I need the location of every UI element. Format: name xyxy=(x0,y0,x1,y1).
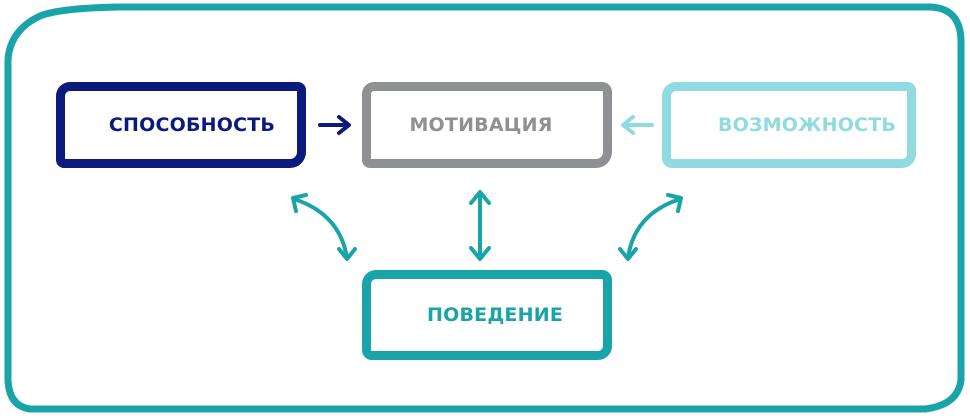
node-opportunity-label: ВОЗМОЖНОСТЬ xyxy=(717,114,897,136)
node-ability-label: СПОСОБНОСТЬ xyxy=(108,114,276,136)
node-ability: СПОСОБНОСТЬ xyxy=(56,82,306,168)
node-motivation-label: МОТИВАЦИЯ xyxy=(409,114,553,136)
node-motivation: МОТИВАЦИЯ xyxy=(362,82,612,168)
node-behavior-label: ПОВЕДЕНИЕ xyxy=(427,304,563,326)
node-behavior: ПОВЕДЕНИЕ xyxy=(362,270,612,360)
node-opportunity: ВОЗМОЖНОСТЬ xyxy=(662,82,916,168)
frame-border xyxy=(4,3,965,413)
